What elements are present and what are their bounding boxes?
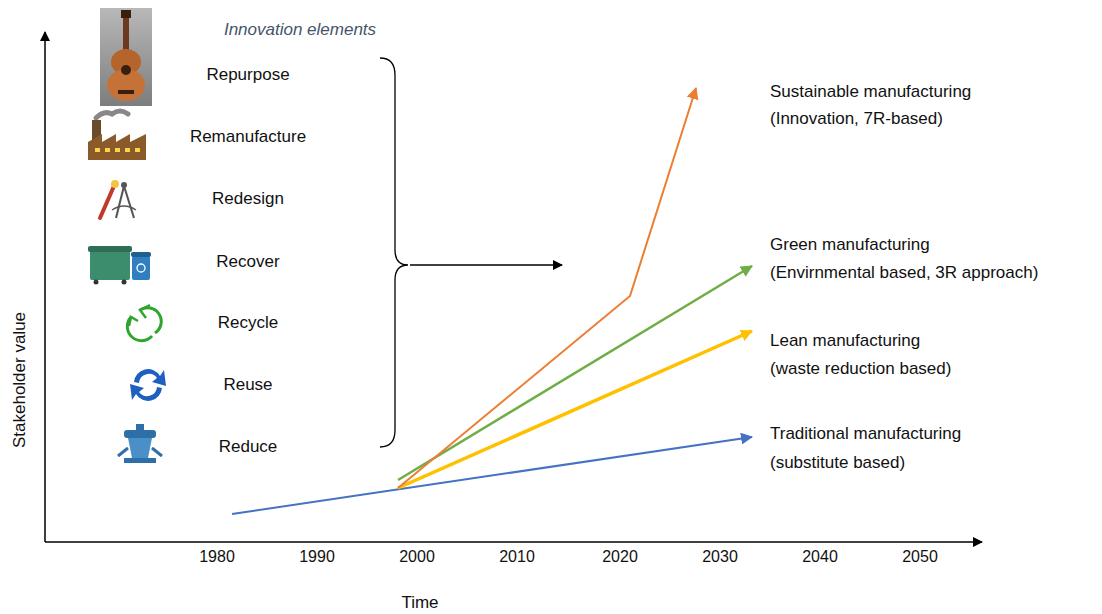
tick-label: 1980 [199, 547, 235, 566]
traditional-line [232, 437, 752, 514]
tick-label: 2020 [602, 547, 638, 566]
lean-line [398, 331, 752, 488]
tick-label: 1990 [299, 547, 335, 566]
element-label: Reuse [223, 375, 272, 395]
series-label: Lean manufacturing [770, 331, 920, 351]
brace-arrow [410, 264, 562, 265]
axis-title: Time [401, 593, 438, 613]
reuse-icon [130, 369, 166, 401]
series-label: Green manufacturing [770, 235, 930, 255]
section-heading: Innovation elements [224, 20, 376, 40]
tick-label: 2010 [499, 547, 535, 566]
series-label: (Innovation, 7R-based) [770, 109, 943, 129]
axis-title: Stakeholder value [10, 312, 30, 448]
element-label: Reduce [219, 437, 278, 457]
x-axis [45, 541, 982, 543]
element-label: Remanufacture [190, 127, 306, 147]
brace [380, 58, 408, 447]
recycle-icon [127, 305, 161, 341]
series-label: (waste reduction based) [770, 359, 951, 379]
series-label: (substitute based) [770, 453, 905, 473]
sustainable-line [398, 88, 696, 488]
tick-label: 2000 [399, 547, 435, 566]
tick-label: 2040 [802, 547, 838, 566]
redesign-icon [100, 180, 136, 218]
tick-label: 2050 [902, 547, 938, 566]
guitar-icon [100, 8, 152, 106]
series-label: Sustainable manufacturing [770, 82, 971, 102]
tick-label: 2030 [702, 547, 738, 566]
y-axis [44, 32, 46, 542]
green-line [398, 266, 752, 480]
reduce-icon [118, 424, 162, 463]
element-label: Repurpose [206, 65, 289, 85]
element-label: Recover [216, 252, 279, 272]
series-label: Traditional manufacturing [770, 424, 961, 444]
element-label: Redesign [212, 189, 284, 209]
series-label: (Envirnmental based, 3R approach) [770, 263, 1038, 283]
bins-icon [88, 246, 151, 285]
factory-icon [88, 111, 146, 160]
element-label: Recycle [218, 313, 278, 333]
